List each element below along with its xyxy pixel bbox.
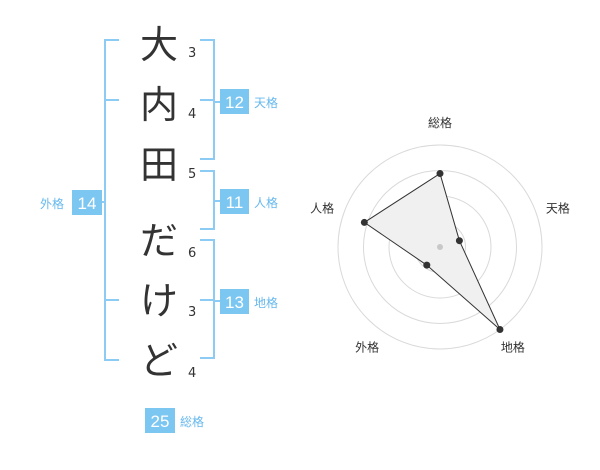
chikaku-badge	[220, 289, 249, 314]
radar-axis-label-gaikaku: 外格	[355, 339, 379, 354]
stroke-count-1: 3	[188, 46, 196, 61]
radar-point-3	[423, 261, 431, 269]
radar-center-dot	[437, 244, 443, 250]
name-stroke-diagram: 大 内 田 だ け ど 3 4 5 6 3 4 外格 14 12 天格 11 人…	[40, 23, 278, 433]
jinkaku-value: 11	[226, 193, 244, 212]
jinkaku-label: 人格	[254, 195, 278, 210]
stroke-count-5: 3	[188, 305, 196, 320]
radar-axis-label-soukaku: 総格	[428, 115, 452, 130]
radar-ring	[337, 144, 543, 350]
name-char-4: だ	[140, 219, 178, 263]
name-char-1: 大	[140, 23, 178, 67]
tenkaku-value: 12	[225, 93, 244, 112]
gaikaku-value: 14	[78, 194, 97, 213]
chikaku-bracket	[200, 239, 222, 359]
gaikaku-badge	[72, 190, 102, 215]
stroke-count-3: 5	[188, 167, 196, 182]
radar-point-1	[455, 237, 463, 245]
gaikaku-label: 外格	[40, 196, 64, 211]
radar-point-0	[436, 170, 444, 178]
name-char-5: け	[140, 279, 178, 323]
jinkaku-badge	[220, 189, 249, 214]
soukaku-badge	[145, 408, 175, 433]
tenkaku-label: 天格	[254, 95, 278, 110]
name-char-3: 田	[140, 143, 178, 187]
radar-point-2	[496, 326, 504, 334]
tenkaku-badge	[220, 89, 249, 114]
chikaku-label: 地格	[254, 295, 278, 310]
radar-point-4	[360, 218, 368, 226]
name-char-6: ど	[140, 339, 178, 383]
name-char-2: 内	[140, 83, 178, 127]
radar-axis-label-jinkaku: 人格	[310, 201, 334, 216]
fortune-radar-chart: 総格 天格 地格 外格 人格	[310, 115, 570, 354]
radar-axis-label-tenkaku: 天格	[546, 201, 570, 216]
radar-points	[360, 170, 504, 334]
radar-axis-label-chikaku: 地格	[501, 339, 525, 354]
stroke-count-2: 4	[188, 107, 196, 122]
jinkaku-bracket	[200, 170, 222, 230]
radar-series-polygon	[363, 172, 501, 330]
chikaku-value: 13	[225, 293, 244, 312]
soukaku-label: 総格	[180, 414, 204, 429]
stroke-count-6: 4	[188, 366, 196, 381]
tenkaku-bracket	[200, 39, 222, 160]
stroke-count-4: 6	[188, 246, 196, 261]
soukaku-value: 25	[151, 412, 170, 431]
